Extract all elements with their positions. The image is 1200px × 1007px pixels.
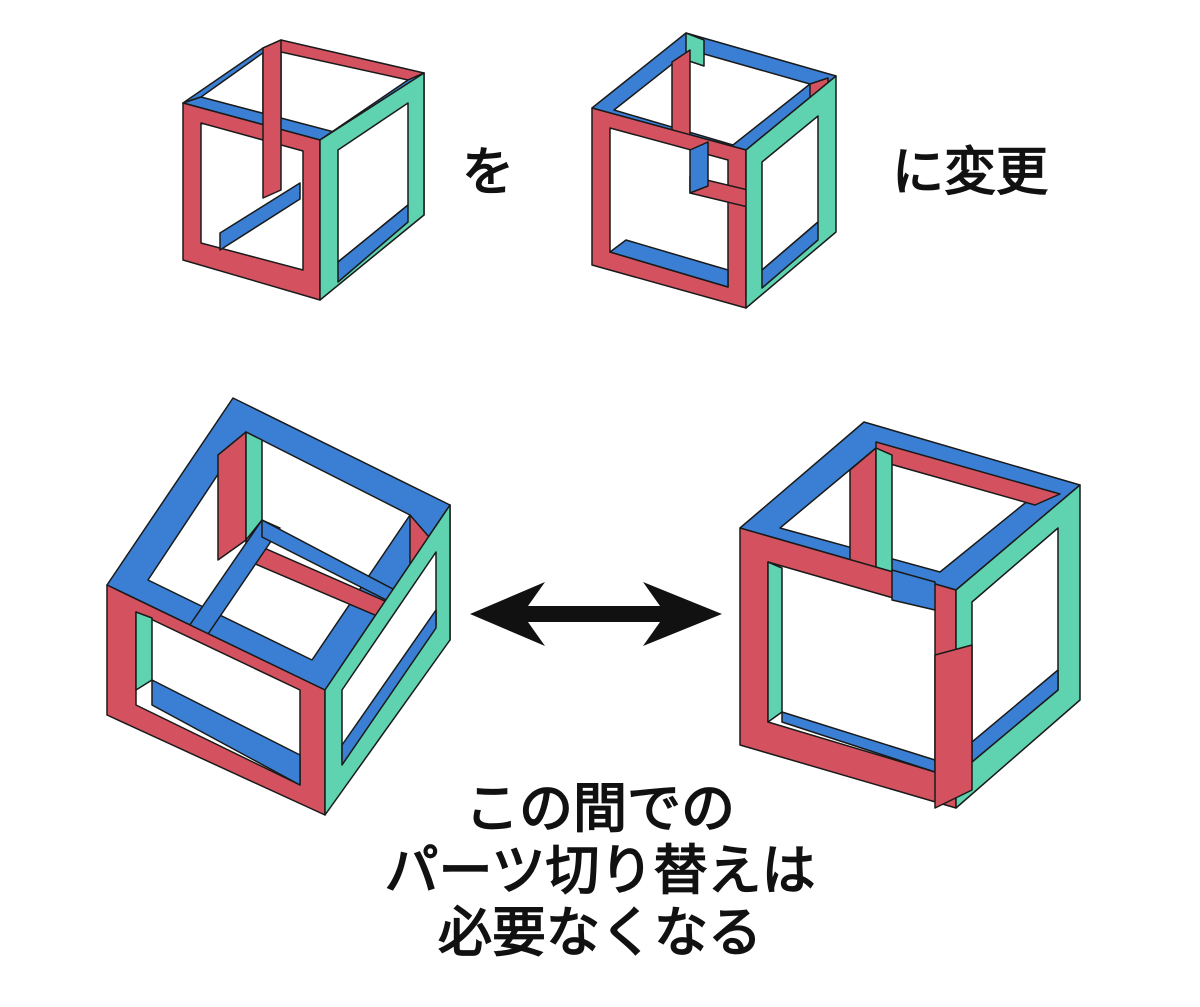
caption-line-2: パーツ切り替えは xyxy=(384,839,816,902)
caption-line-3: 必要なくなる xyxy=(438,901,762,964)
caption-line-1: この間での xyxy=(465,777,735,840)
double-headed-arrow-icon xyxy=(470,582,722,646)
label-to-suffix: に変更 xyxy=(892,143,1049,203)
label-from-suffix: を xyxy=(462,143,515,203)
cube-bottom-left xyxy=(106,397,451,816)
caption: この間での パーツ切り替えは 必要なくなる xyxy=(300,778,900,964)
cube-bottom-right xyxy=(739,421,1081,809)
cube-top-right xyxy=(591,32,837,309)
cube-top-left xyxy=(182,39,425,301)
